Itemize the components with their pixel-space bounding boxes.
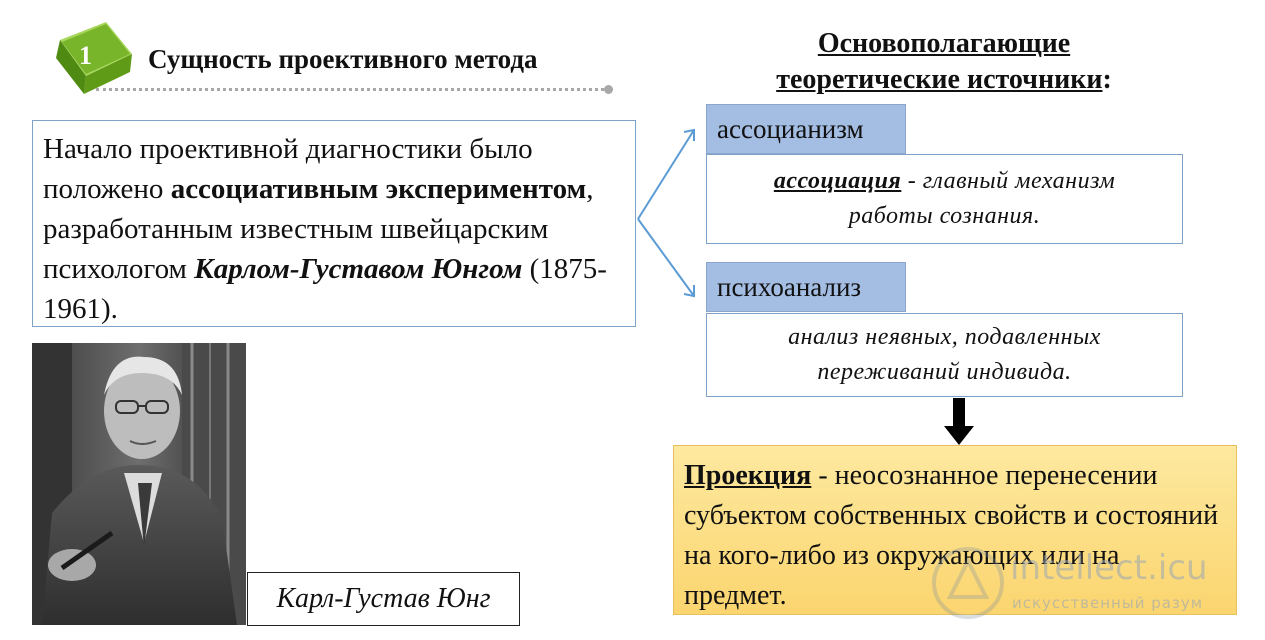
tag-psychoanalysis: психоанализ — [706, 262, 906, 312]
association-line2: работы сознания. — [848, 203, 1041, 229]
watermark-name: intellect.icu — [1010, 548, 1208, 588]
connector-arrows — [637, 128, 695, 298]
section-number-badge: 1 — [56, 22, 132, 94]
title-divider-dot — [604, 85, 613, 94]
section-number: 1 — [79, 41, 92, 70]
photo-caption: Карл-Густав Юнг — [247, 572, 520, 626]
arrow-down-black-icon — [944, 398, 974, 445]
projection-term: Проекция — [684, 460, 812, 491]
title-divider — [96, 88, 610, 91]
intro-paragraph: Начало проективной диагностики было поло… — [32, 120, 636, 327]
association-line1: - главный механизм — [901, 168, 1116, 194]
intro-bold-term: ассоциативным экспериментом — [170, 173, 587, 205]
tag-associanism: ассоцианизм — [706, 104, 906, 154]
psychoanalysis-line1: анализ неявных, подавленных — [788, 324, 1101, 350]
association-term: ассоциация — [773, 168, 902, 194]
definition-psychoanalysis: анализ неявных, подавленных переживаний … — [706, 313, 1183, 397]
arrow-up-icon — [683, 128, 695, 141]
intro-text-2: , разработанным известным швейцарским пс… — [43, 173, 594, 285]
sources-heading-line1: Основополагающие — [817, 28, 1071, 59]
projection-text: - неосознанное перенесении субъектом соб… — [684, 460, 1219, 611]
psychoanalysis-line2: переживаний индивида. — [817, 359, 1072, 385]
definition-association: ассоциация - главный механизм работы соз… — [706, 154, 1183, 244]
sources-heading-line2: теоретические источники — [776, 64, 1103, 95]
sources-heading: Основополагающие теоретические источники… — [740, 26, 1148, 98]
watermark-logo-icon — [932, 547, 1004, 619]
intro-text-1: Начало проективной диагностики было поло… — [43, 133, 533, 205]
sources-heading-colon: : — [1102, 64, 1112, 95]
watermark-subtitle: искусственный разум — [1012, 594, 1204, 612]
intro-text-3: (1875-1961). — [43, 253, 607, 325]
projection-definition: Проекция - неосознанное перенесении субъ… — [673, 445, 1237, 615]
section-title: Сущность проективного метода — [148, 44, 538, 74]
intro-author-name: Карлом-Густавом Юнгом — [194, 253, 523, 285]
portrait-photo — [32, 343, 246, 625]
arrow-down-icon — [683, 285, 695, 298]
